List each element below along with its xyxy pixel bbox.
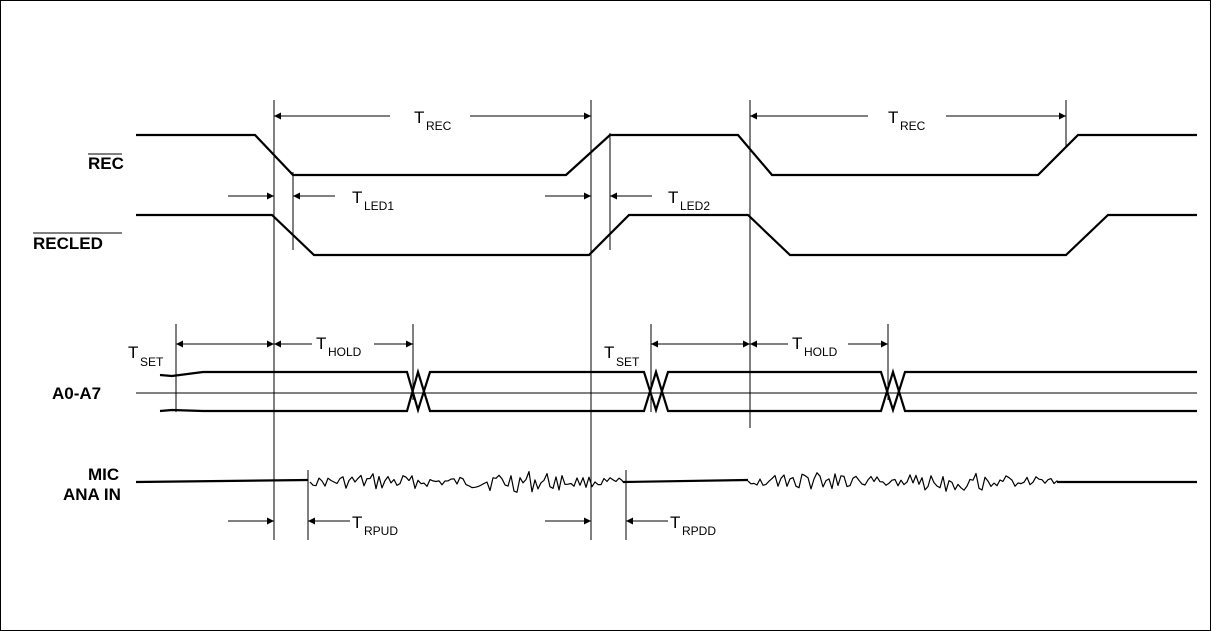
t-set-2-sub: SET xyxy=(616,355,640,369)
t-led1-sub: LED1 xyxy=(364,199,394,213)
t-hold-annotation-1: T HOLD xyxy=(274,334,413,359)
t-hold-2-main: T xyxy=(792,334,802,353)
t-rpdd-sub: RPDD xyxy=(682,524,716,538)
t-set-annotation-2: T SET xyxy=(604,340,750,369)
rec-waveform xyxy=(136,133,1197,177)
t-led2-annotation: T LED2 xyxy=(545,188,710,213)
t-rpdd-annotation: T RPDD xyxy=(545,513,716,538)
recled-label-text: RECLED xyxy=(33,234,103,253)
signal-label-addr: A0-A7 xyxy=(52,384,101,403)
t-rec-2-main: T xyxy=(888,108,898,127)
mic-waveform xyxy=(135,471,1197,493)
t-set-1-sub: SET xyxy=(140,355,164,369)
t-set-annotation-1: T SET xyxy=(128,340,274,369)
t-rec-1-main: T xyxy=(414,108,424,127)
t-led2-sub: LED2 xyxy=(680,199,710,213)
t-rec-2-sub: REC xyxy=(900,119,926,133)
t-rec-annotation-2: T REC xyxy=(750,108,1066,133)
t-set-2-main: T xyxy=(604,343,614,362)
rec-label-text: REC xyxy=(88,154,124,173)
timing-reference-lines xyxy=(175,100,1067,540)
t-rpud-sub: RPUD xyxy=(364,524,398,538)
mic-noise-segment-2 xyxy=(747,472,1058,492)
mic-noise-segment-1 xyxy=(309,471,624,493)
t-set-1-main: T xyxy=(128,343,138,362)
t-hold-1-main: T xyxy=(316,334,326,353)
t-hold-1-sub: HOLD xyxy=(328,345,362,359)
t-rpdd-main: T xyxy=(670,513,680,532)
t-rpud-main: T xyxy=(352,513,362,532)
t-hold-2-sub: HOLD xyxy=(804,345,838,359)
t-led2-main: T xyxy=(668,188,678,207)
signal-label-recled: RECLED xyxy=(33,232,122,253)
address-bus-waveform xyxy=(136,368,1197,414)
recled-waveform xyxy=(136,213,1197,257)
t-rpud-annotation: T RPUD xyxy=(228,513,398,538)
signal-label-ana-in: ANA IN xyxy=(63,485,121,504)
t-rec-annotation-1: T REC xyxy=(274,108,591,133)
t-led1-main: T xyxy=(352,188,362,207)
signal-label-mic: MIC xyxy=(88,465,119,484)
t-rec-1-sub: REC xyxy=(426,119,452,133)
t-hold-annotation-2: T HOLD xyxy=(750,334,888,359)
signal-label-rec: REC xyxy=(88,153,124,173)
t-led1-annotation: T LED1 xyxy=(228,188,394,213)
